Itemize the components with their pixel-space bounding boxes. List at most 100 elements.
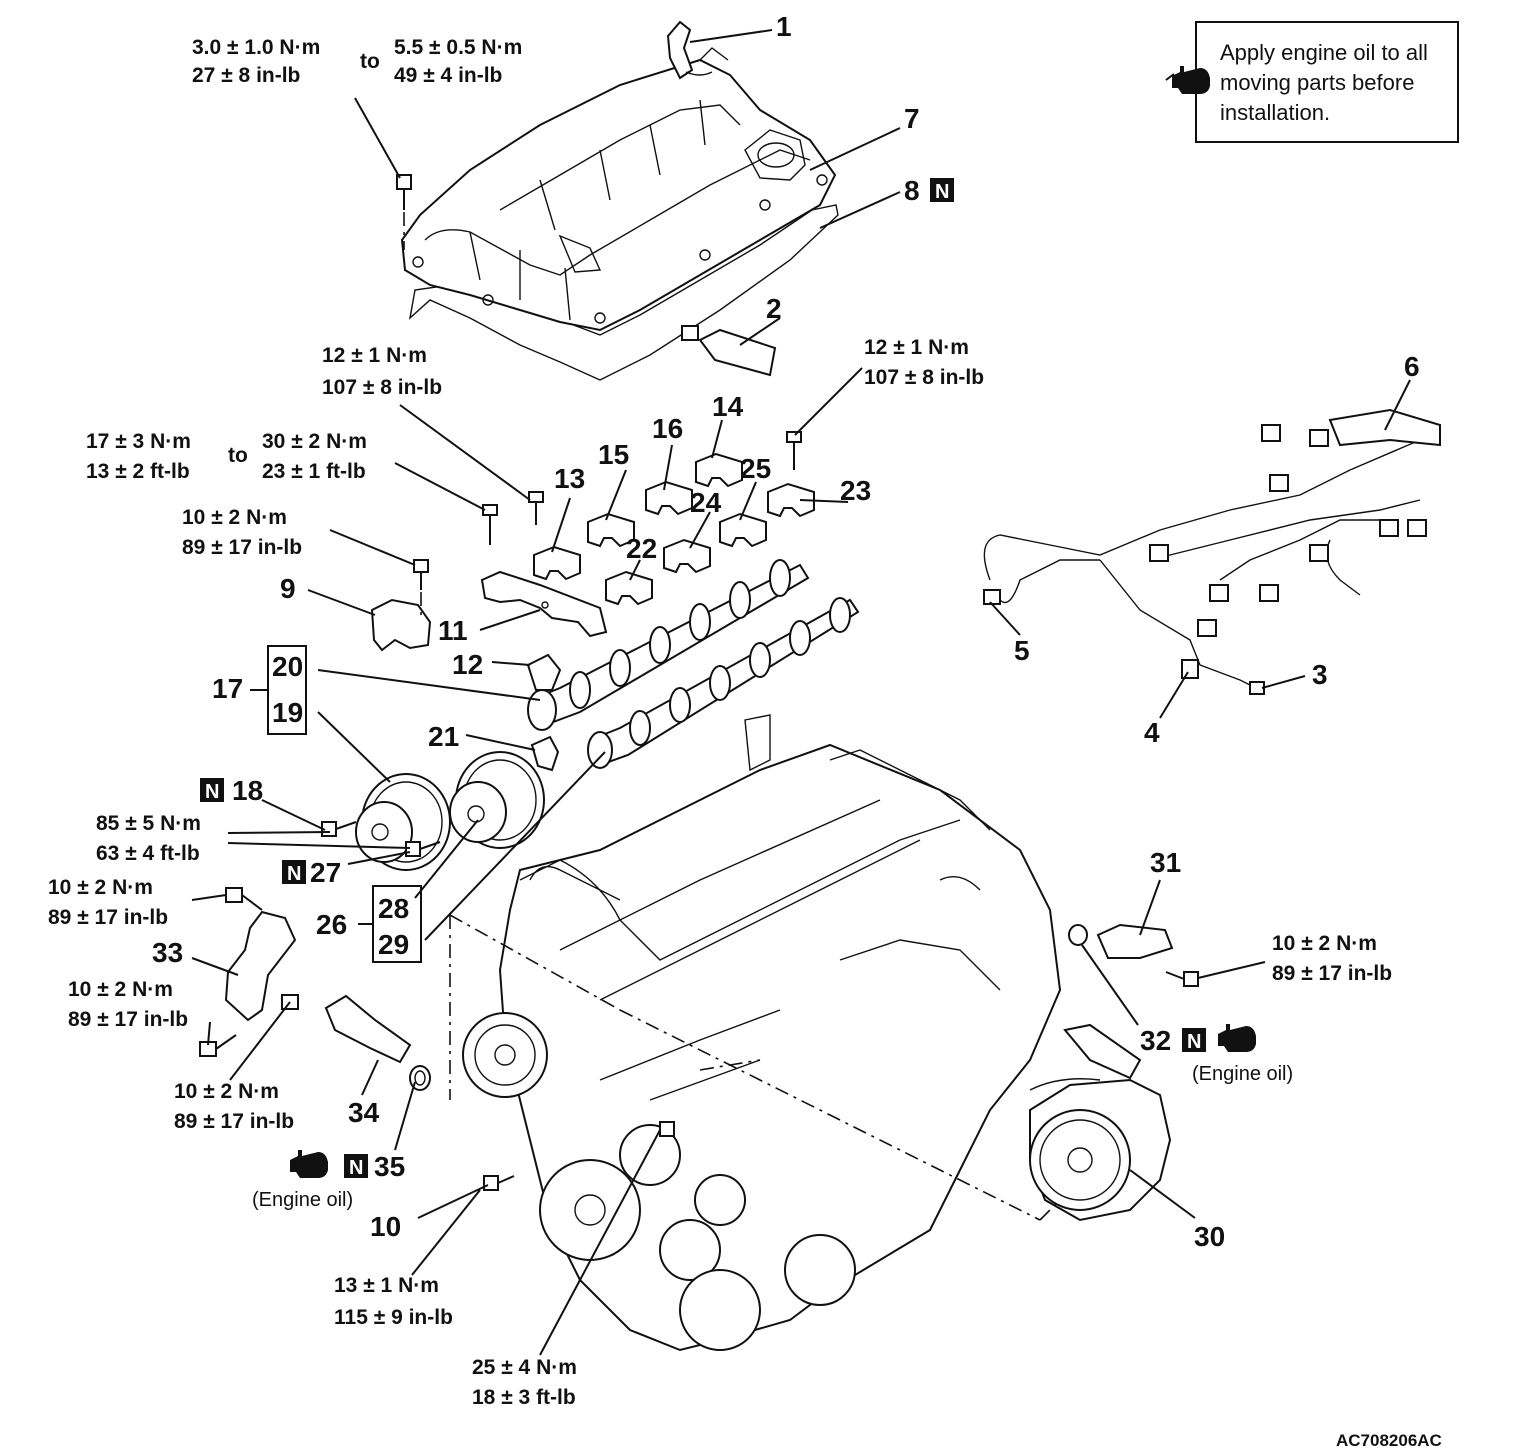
torque-11b-nm: 30 ± 2 N·m	[262, 430, 367, 453]
camshaft-caps	[413, 431, 815, 606]
leader-lines	[191, 29, 1411, 1356]
callout-6: 6	[1404, 351, 1420, 382]
callout-13: 13	[554, 463, 585, 494]
torque-31-inlb: 89 ± 17 in-lb	[1272, 962, 1392, 985]
callout-10: 10	[370, 1211, 401, 1242]
torque-33a-inlb: 89 ± 17 in-lb	[48, 906, 168, 929]
torque-11a-nm: 17 ± 3 N·m	[86, 430, 191, 453]
torque-33b-inlb: 89 ± 17 in-lb	[68, 1008, 188, 1031]
torque-34-nm: 10 ± 2 N·m	[174, 1080, 279, 1103]
torque-10-nm: 13 ± 1 N·m	[334, 1274, 439, 1297]
new-part-badge-32: N	[1182, 1028, 1206, 1053]
torque-cover-b-nm: 5.5 ± 0.5 N·m	[394, 36, 522, 59]
callout-21: 21	[428, 721, 459, 752]
callout-15: 15	[598, 439, 629, 470]
callout-numbers: 1 2 3 4 5 6 7 8 9 10 11 12 13 14 15 16 1…	[152, 11, 1420, 1252]
callout-11: 11	[438, 615, 468, 646]
intake-sprocket	[355, 773, 451, 871]
breather-hose	[681, 325, 777, 377]
callout-23: 23	[840, 475, 871, 506]
new-part-badge-27: N	[282, 860, 306, 885]
note-line-3: installation.	[1220, 100, 1330, 125]
callout-35: 35	[374, 1151, 405, 1182]
wiring-harness	[983, 408, 1441, 695]
torque-cover-b-inlb: 49 ± 4 in-lb	[394, 64, 502, 87]
cover-bolt	[396, 174, 412, 250]
power-steering-pump	[1029, 1023, 1172, 1222]
callout-4: 4	[1144, 717, 1160, 748]
torque-23-nm: 12 ± 1 N·m	[864, 336, 969, 359]
svg-text:N: N	[205, 781, 219, 803]
svg-text:N: N	[349, 1157, 363, 1179]
torque-11b-ftlb: 23 ± 1 ft-lb	[262, 460, 366, 483]
note-box: Apply engine oil to all moving parts bef…	[1165, 21, 1459, 143]
engine-oil-label-35: (Engine oil)	[252, 1189, 353, 1211]
svg-text:N: N	[287, 863, 301, 885]
oil-control-valve	[281, 994, 431, 1091]
new-part-badge-35: N	[344, 1154, 368, 1179]
callout-19: 19	[272, 697, 303, 728]
alignment-lines	[449, 914, 1061, 1221]
torque-30-ftlb: 18 ± 3 ft-lb	[472, 1386, 576, 1409]
engine-block	[462, 714, 1062, 1352]
callout-31: 31	[1150, 847, 1181, 878]
callout-17: 17	[212, 673, 243, 704]
callout-7: 7	[904, 103, 920, 134]
bracket-9	[370, 592, 432, 652]
callout-16: 16	[652, 413, 683, 444]
front-cap-bracket	[480, 570, 608, 638]
diagram-id: AC708206AC	[1336, 1431, 1442, 1450]
callout-25: 25	[740, 453, 771, 484]
new-part-badge-8: N	[930, 178, 954, 203]
note-line-2: moving parts before	[1220, 70, 1414, 95]
note-line-1: Apply engine oil to all	[1220, 40, 1428, 65]
callout-33: 33	[152, 937, 183, 968]
svg-text:N: N	[1187, 1031, 1201, 1053]
torque-18-nm: 85 ± 5 N·m	[96, 812, 201, 835]
callout-32: 32	[1140, 1025, 1171, 1056]
torque-13-inlb: 107 ± 8 in-lb	[322, 376, 442, 399]
callout-34: 34	[348, 1097, 380, 1128]
callout-2: 2	[766, 293, 782, 324]
torque-33b-nm: 10 ± 2 N·m	[68, 978, 173, 1001]
oil-feeder-control-valve	[1068, 923, 1199, 987]
svg-text:N: N	[935, 181, 949, 203]
callout-22: 22	[626, 533, 657, 564]
exhaust-sprocket	[449, 751, 545, 849]
callout-30: 30	[1194, 1221, 1225, 1252]
torque-30-nm: 25 ± 4 N·m	[472, 1356, 577, 1379]
to-word-11: to	[228, 444, 248, 467]
callout-26: 26	[316, 909, 347, 940]
callout-14: 14	[712, 391, 744, 422]
rocker-cover	[400, 47, 839, 381]
torque-9-nm: 10 ± 2 N·m	[182, 506, 287, 529]
camshaft-seals	[526, 653, 562, 772]
torque-cover-a-nm: 3.0 ± 1.0 N·m	[192, 36, 320, 59]
callout-29: 29	[378, 929, 409, 960]
callout-5: 5	[1014, 635, 1030, 666]
group-brackets	[250, 645, 422, 963]
oil-can-icon	[1165, 66, 1210, 94]
callout-9: 9	[280, 573, 296, 604]
callout-18: 18	[232, 775, 263, 806]
torque-31-nm: 10 ± 2 N·m	[1272, 932, 1377, 955]
engine-oil-label-32: (Engine oil)	[1192, 1063, 1293, 1085]
new-part-badges: N N N N N	[200, 178, 1206, 1179]
new-part-badge-18: N	[200, 778, 224, 803]
torque-18-ftlb: 63 ± 4 ft-lb	[96, 842, 200, 865]
callout-12: 12	[452, 649, 483, 680]
torque-10-inlb: 115 ± 9 in-lb	[334, 1306, 453, 1329]
exhaust-camshaft	[587, 597, 860, 769]
callout-20: 20	[272, 651, 303, 682]
callout-27: 27	[310, 857, 341, 888]
callout-28: 28	[378, 893, 409, 924]
to-word-cover: to	[360, 50, 380, 73]
oil-pipe-bracket	[199, 887, 297, 1057]
callout-8: 8	[904, 175, 920, 206]
torque-33a-nm: 10 ± 2 N·m	[48, 876, 153, 899]
callout-3: 3	[1312, 659, 1328, 690]
callout-24: 24	[690, 487, 722, 518]
torque-13-nm: 12 ± 1 N·m	[322, 344, 427, 367]
torque-cover-a-inlb: 27 ± 8 in-lb	[192, 64, 300, 87]
